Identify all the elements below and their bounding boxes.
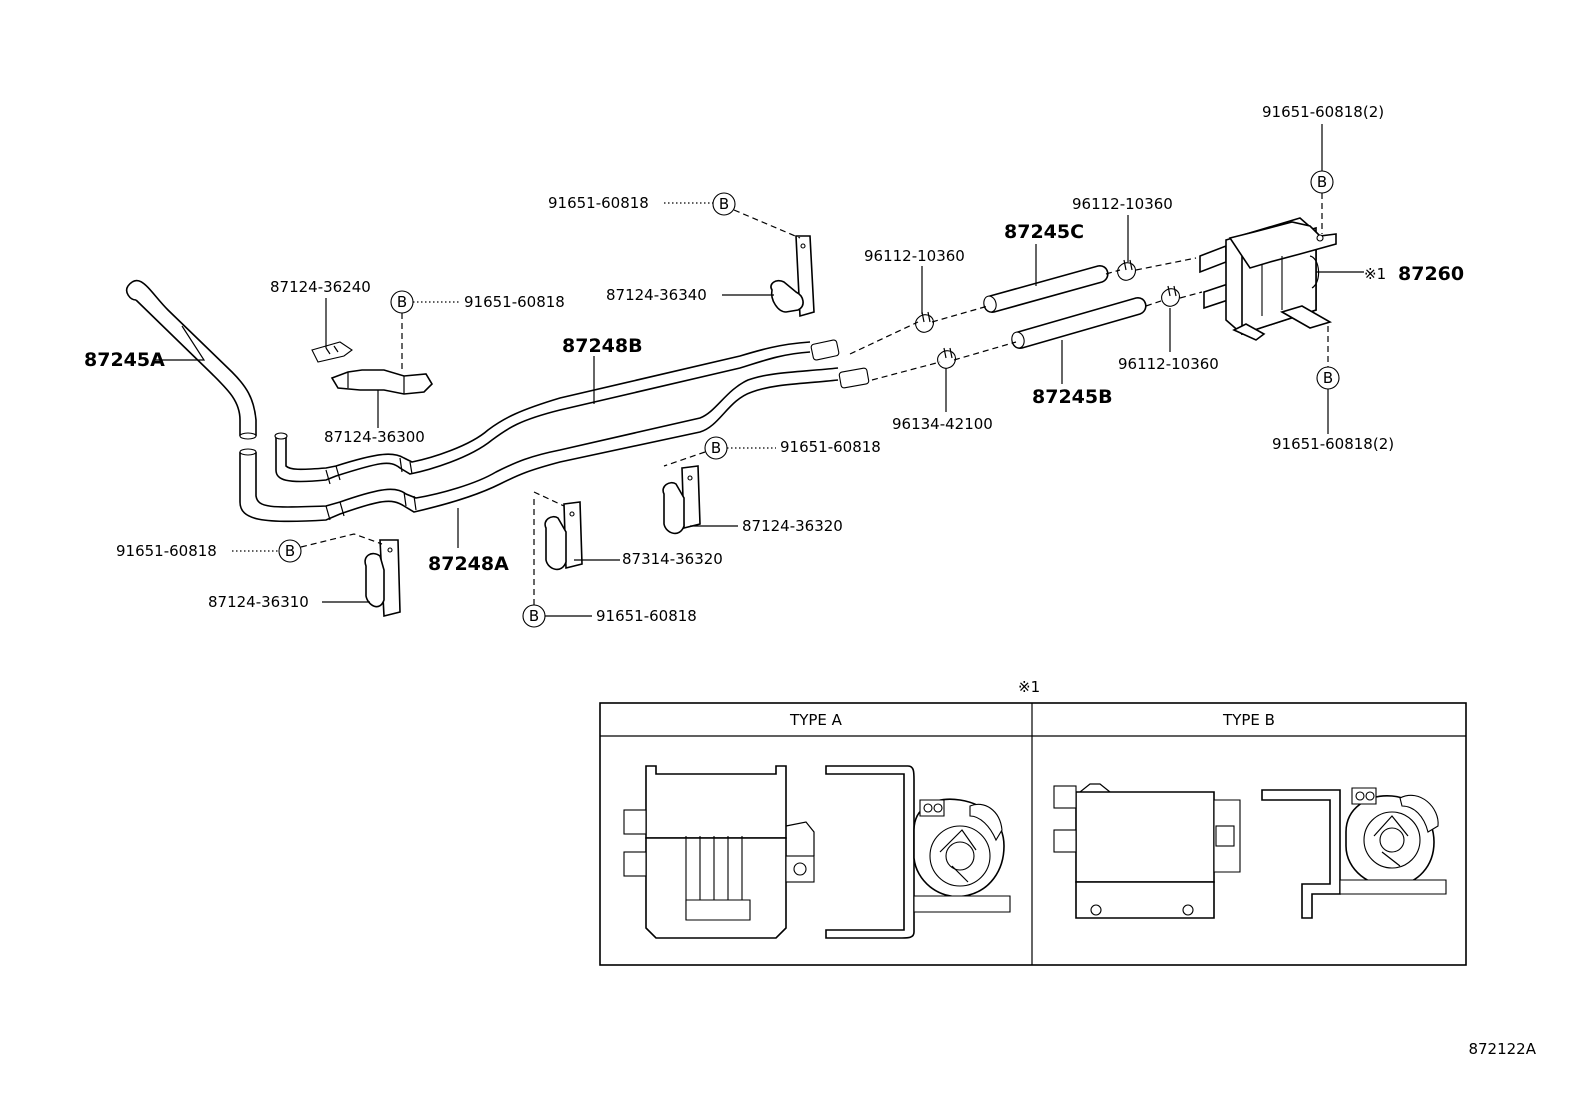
clamp-87314-36320 bbox=[544, 501, 583, 571]
hose-87245a bbox=[125, 279, 257, 440]
label-bolt-top-center: 91651-60818 bbox=[548, 194, 649, 212]
clip-96112-left bbox=[915, 311, 935, 333]
label-87248a: 87248A bbox=[428, 553, 509, 575]
label-bolt-top-left: 91651-60818 bbox=[464, 293, 565, 311]
clip-96134-42100 bbox=[937, 347, 957, 369]
callout-b-right-top: B bbox=[1310, 170, 1334, 194]
callout-letter: B bbox=[397, 293, 407, 311]
callout-letter: B bbox=[1323, 369, 1333, 387]
label-96112-right-bottom: 96112-10360 bbox=[1118, 355, 1219, 373]
type-b-side-view bbox=[1053, 783, 1241, 919]
pump-87260 bbox=[1199, 217, 1337, 341]
pipe-87248a bbox=[239, 367, 870, 523]
callout-b-mid-bottom: B bbox=[522, 604, 546, 628]
label-bolt-right-top: 91651-60818(2) bbox=[1262, 103, 1384, 121]
callout-b-top-center: B bbox=[712, 192, 736, 216]
label-bolt-mid-right: 91651-60818 bbox=[780, 438, 881, 456]
label-87245c: 87245C bbox=[1004, 221, 1084, 243]
label-87248b: 87248B bbox=[562, 335, 643, 357]
callout-b-top-left: B bbox=[390, 290, 414, 314]
clamp-87124-36320 bbox=[662, 465, 701, 535]
label-96112-right-top: 96112-10360 bbox=[1072, 195, 1173, 213]
pipe-87248b bbox=[274, 339, 840, 485]
inset-type-b-header: TYPE B bbox=[1222, 711, 1275, 729]
callout-letter: B bbox=[719, 195, 729, 213]
clip-96112-right-bottom bbox=[1161, 285, 1181, 307]
label-bolt-left-bottom: 91651-60818 bbox=[116, 542, 217, 560]
clamp-87124-36240 bbox=[311, 341, 353, 363]
hose-87245c bbox=[983, 265, 1109, 313]
callout-b-mid-right: B bbox=[704, 436, 728, 460]
label-87124-36310: 87124-36310 bbox=[208, 593, 309, 611]
label-87124-36320: 87124-36320 bbox=[742, 517, 843, 535]
inset-table: ※1 TYPE A TYPE B bbox=[599, 678, 1467, 966]
callout-letter: B bbox=[711, 439, 721, 457]
label-96112-left: 96112-10360 bbox=[864, 247, 965, 265]
label-bolt-right-bottom: 91651-60818(2) bbox=[1272, 435, 1394, 453]
label-87124-36300: 87124-36300 bbox=[324, 428, 425, 446]
inset-mark: ※1 bbox=[1018, 678, 1040, 696]
label-96134-42100: 96134-42100 bbox=[892, 415, 993, 433]
label-87245a: 87245A bbox=[84, 349, 165, 371]
clip-96112-right-top bbox=[1117, 259, 1137, 281]
label-pump-mark: ※1 bbox=[1364, 265, 1386, 283]
label-87245b: 87245B bbox=[1032, 386, 1113, 408]
type-a-front-view bbox=[825, 765, 1011, 939]
callout-letter: B bbox=[529, 607, 539, 625]
callout-b-left-bottom: B bbox=[278, 539, 302, 563]
label-87314-36320: 87314-36320 bbox=[622, 550, 723, 568]
callout-letter: B bbox=[285, 542, 295, 560]
label-87124-36240: 87124-36240 bbox=[270, 278, 371, 296]
clamp-87124-36310 bbox=[364, 539, 401, 618]
label-87260: 87260 bbox=[1398, 263, 1464, 285]
label-bolt-mid-bottom: 91651-60818 bbox=[596, 607, 697, 625]
hose-87245b bbox=[1011, 297, 1147, 349]
clamp-87124-36340 bbox=[770, 235, 815, 318]
callout-b-right-bottom: B bbox=[1316, 366, 1340, 390]
leader-lines bbox=[156, 124, 1364, 617]
diagram-reference-number: 872122A bbox=[1468, 1040, 1536, 1058]
callout-letter: B bbox=[1317, 173, 1327, 191]
label-87124-36340: 87124-36340 bbox=[606, 286, 707, 304]
part-labels: 87245A 87124-36240 91651-60818 87124-363… bbox=[84, 103, 1464, 625]
type-b-front-view bbox=[1261, 787, 1447, 919]
clamp-87124-36300 bbox=[330, 369, 434, 395]
inset-type-a-header: TYPE A bbox=[789, 711, 843, 729]
type-a-side-view bbox=[623, 765, 815, 939]
